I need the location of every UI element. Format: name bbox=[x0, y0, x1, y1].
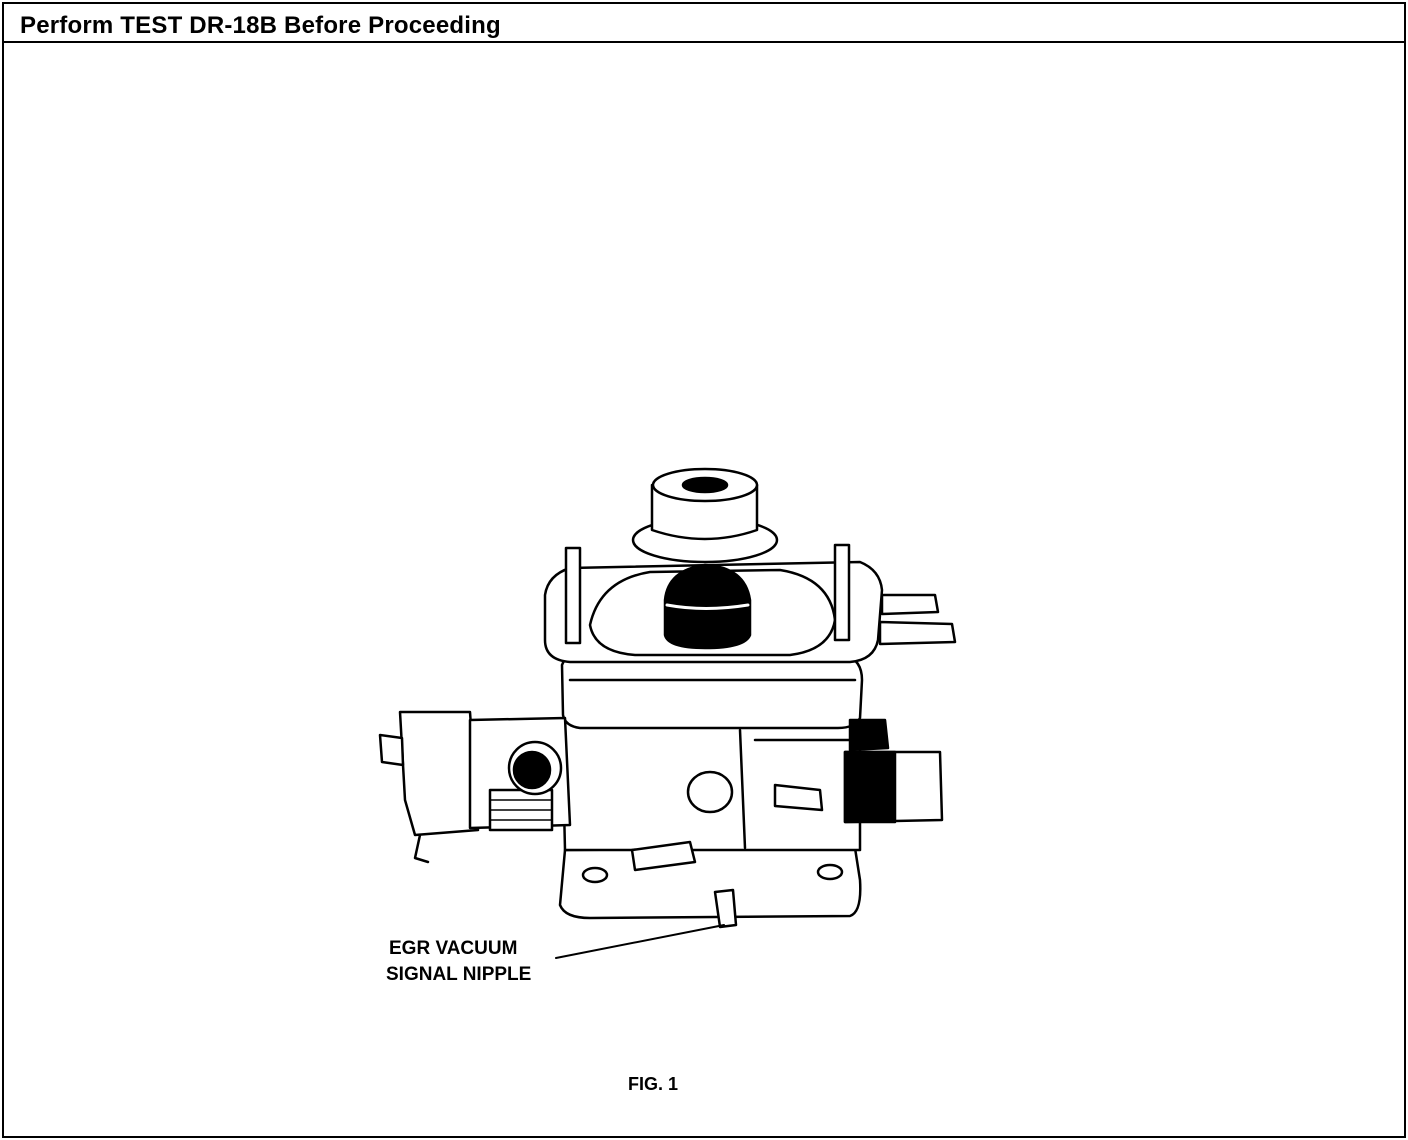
stud-right bbox=[833, 543, 851, 642]
fuel-inlet-fitting bbox=[880, 593, 940, 616]
stud-left bbox=[564, 546, 582, 645]
front-vacuum-nipple bbox=[630, 840, 697, 872]
figure-caption: FIG. 1 bbox=[628, 1074, 679, 1094]
callout-line-2: SIGNAL NIPPLE bbox=[386, 964, 532, 985]
vacuum-port-right bbox=[773, 783, 824, 812]
callout-leader-line bbox=[555, 924, 725, 959]
fuel-meter-body bbox=[560, 653, 864, 730]
body-port bbox=[686, 770, 734, 814]
header-bar: Perform TEST DR-18B Before Proceeding bbox=[4, 4, 1404, 43]
callout-line-1: EGR VACUUM bbox=[389, 938, 518, 959]
egr-vacuum-signal-nipple bbox=[713, 888, 738, 929]
page-title: Perform TEST DR-18B Before Proceeding bbox=[20, 12, 501, 39]
egr-nipple-callout: EGR VACUUM SIGNAL NIPPLE bbox=[386, 936, 531, 988]
injector bbox=[663, 563, 752, 650]
fuel-outlet-fitting bbox=[878, 620, 957, 646]
base-flange bbox=[558, 846, 862, 920]
throttle-position-sensor bbox=[398, 710, 480, 837]
